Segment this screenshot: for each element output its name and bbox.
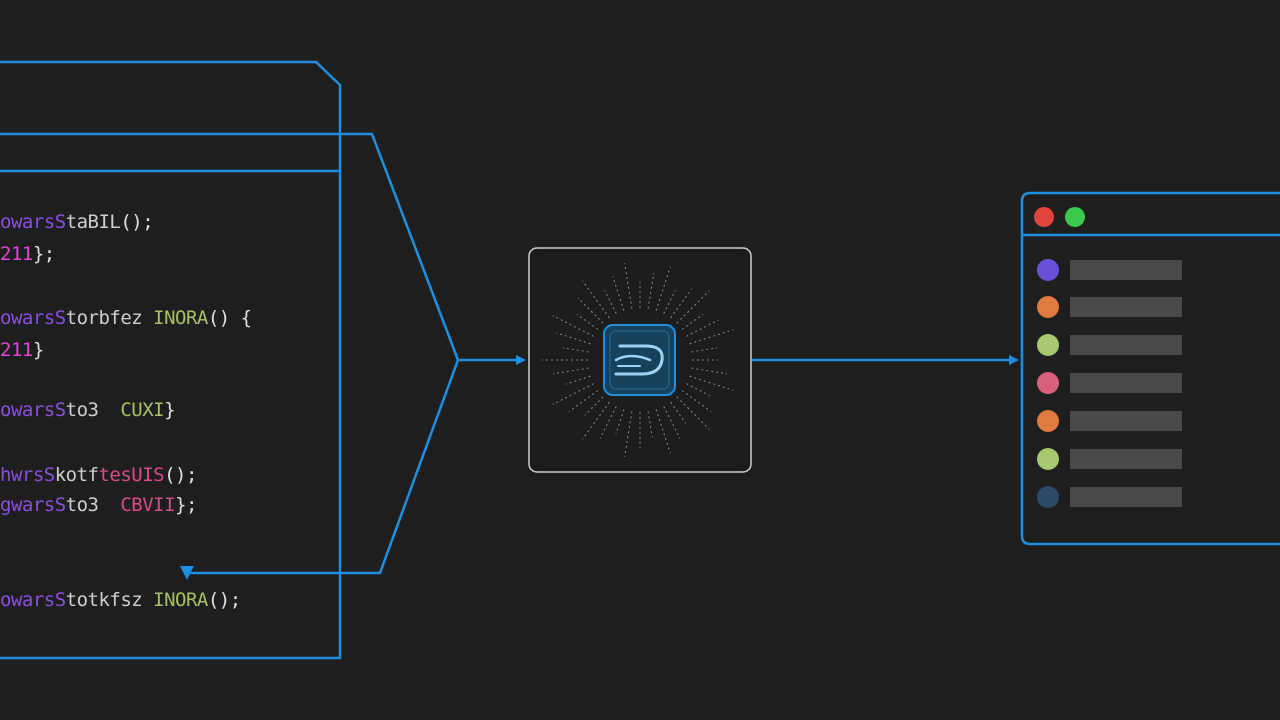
code-token: } xyxy=(164,399,176,421)
chip-icon xyxy=(603,324,676,396)
processor-ray xyxy=(691,347,718,353)
processor-ray xyxy=(663,406,681,439)
code-token: torbfez xyxy=(65,307,154,329)
processor-ray xyxy=(577,297,604,324)
list-item-bar xyxy=(1070,487,1182,507)
processor-ray xyxy=(670,288,693,319)
code-line: gwarsSto3 CBVII}; xyxy=(0,493,197,517)
code-token: (); xyxy=(164,464,197,486)
processor-ray xyxy=(681,313,704,330)
output-list-item[interactable] xyxy=(1037,372,1182,394)
code-token: INORA xyxy=(153,307,208,329)
code-token: to3 xyxy=(65,494,121,516)
list-item-bar xyxy=(1070,297,1182,317)
processor-ray xyxy=(670,401,687,424)
output-list-item[interactable] xyxy=(1037,410,1182,432)
code-token: owarsS xyxy=(0,307,66,329)
code-token: }; xyxy=(32,243,55,265)
processor-ray xyxy=(681,390,712,413)
code-line: owarsStotkfsz INORA(); xyxy=(0,588,241,612)
processor-ray xyxy=(562,347,589,353)
code-token: INORA xyxy=(153,589,208,611)
code-token: CBVII xyxy=(120,494,176,516)
processor-node xyxy=(528,247,752,473)
list-item-dot xyxy=(1037,486,1059,508)
code-token: (); xyxy=(207,589,241,611)
list-item-bar xyxy=(1070,449,1182,469)
code-token: (); xyxy=(120,211,154,233)
processor-ray xyxy=(663,290,676,314)
code-token: to3 xyxy=(65,399,121,421)
code-token: 211 xyxy=(0,339,33,361)
output-list-item[interactable] xyxy=(1037,259,1182,281)
list-item-bar xyxy=(1070,411,1182,431)
code-token: totkfsz xyxy=(65,589,154,611)
code-token: gwarsS xyxy=(0,494,66,516)
processor-ray xyxy=(647,273,655,309)
output-list-item[interactable] xyxy=(1037,448,1182,470)
list-item-bar xyxy=(1070,335,1182,355)
code-token: taBIL xyxy=(65,211,121,233)
code-line: hwrsSkotftesUIS(); xyxy=(0,463,197,487)
processor-ray xyxy=(553,367,589,375)
processor-ray xyxy=(584,396,604,416)
code-token: owarsS xyxy=(0,211,66,233)
processor-ray xyxy=(568,390,599,413)
list-item-dot xyxy=(1037,259,1059,281)
processor-ray xyxy=(686,383,710,396)
code-token: tesUIS xyxy=(98,464,165,486)
code-token: kotf xyxy=(54,464,99,486)
list-item-bar xyxy=(1070,373,1182,393)
output-list-item[interactable] xyxy=(1037,334,1182,356)
processor-ray xyxy=(604,290,617,314)
output-window-frame xyxy=(1020,191,1280,546)
processor-ray xyxy=(556,332,591,345)
processor-ray xyxy=(576,313,599,330)
processor-rays xyxy=(542,263,734,457)
code-panel-frame xyxy=(0,60,342,660)
code-line: owarsSto3 CUXI} xyxy=(0,398,176,422)
output-list xyxy=(1037,259,1182,508)
list-item-dot xyxy=(1037,410,1059,432)
code-line: 211} xyxy=(0,338,44,362)
code-token: } xyxy=(32,339,44,361)
list-item-dot xyxy=(1037,334,1059,356)
processor-ray xyxy=(615,409,625,435)
code-token: CUXI xyxy=(120,399,165,421)
output-list-item[interactable] xyxy=(1037,486,1182,508)
code-token: () { xyxy=(207,307,252,329)
code-token: owarsS xyxy=(0,589,66,611)
processor-ray xyxy=(565,375,591,385)
list-item-dot xyxy=(1037,372,1059,394)
list-item-dot xyxy=(1037,296,1059,318)
code-line: 211}; xyxy=(0,242,55,266)
processor-ray xyxy=(686,319,719,337)
output-window xyxy=(1020,191,1280,546)
processor-ray xyxy=(647,411,653,438)
connector-lower xyxy=(186,359,460,575)
connector-upper xyxy=(340,132,460,361)
code-line: owarsStorbfez INORA() { xyxy=(0,306,252,330)
code-token: 211 xyxy=(0,243,33,265)
code-token: owarsS xyxy=(0,399,66,421)
output-list-item[interactable] xyxy=(1037,296,1182,318)
code-token: hwrsS xyxy=(0,464,55,486)
return-arrow-head xyxy=(180,566,194,580)
connector-lines xyxy=(186,132,1019,575)
processor-ray xyxy=(599,406,617,439)
window-maximize-dot[interactable] xyxy=(1065,207,1085,227)
code-line: owarsStaBIL(); xyxy=(0,210,154,234)
list-item-bar xyxy=(1070,260,1182,280)
code-token: }; xyxy=(175,494,197,516)
list-item-dot xyxy=(1037,448,1059,470)
processor-ray xyxy=(612,276,625,311)
window-close-dot[interactable] xyxy=(1034,207,1054,227)
code-panel xyxy=(0,60,342,660)
processor-ray xyxy=(691,367,727,375)
